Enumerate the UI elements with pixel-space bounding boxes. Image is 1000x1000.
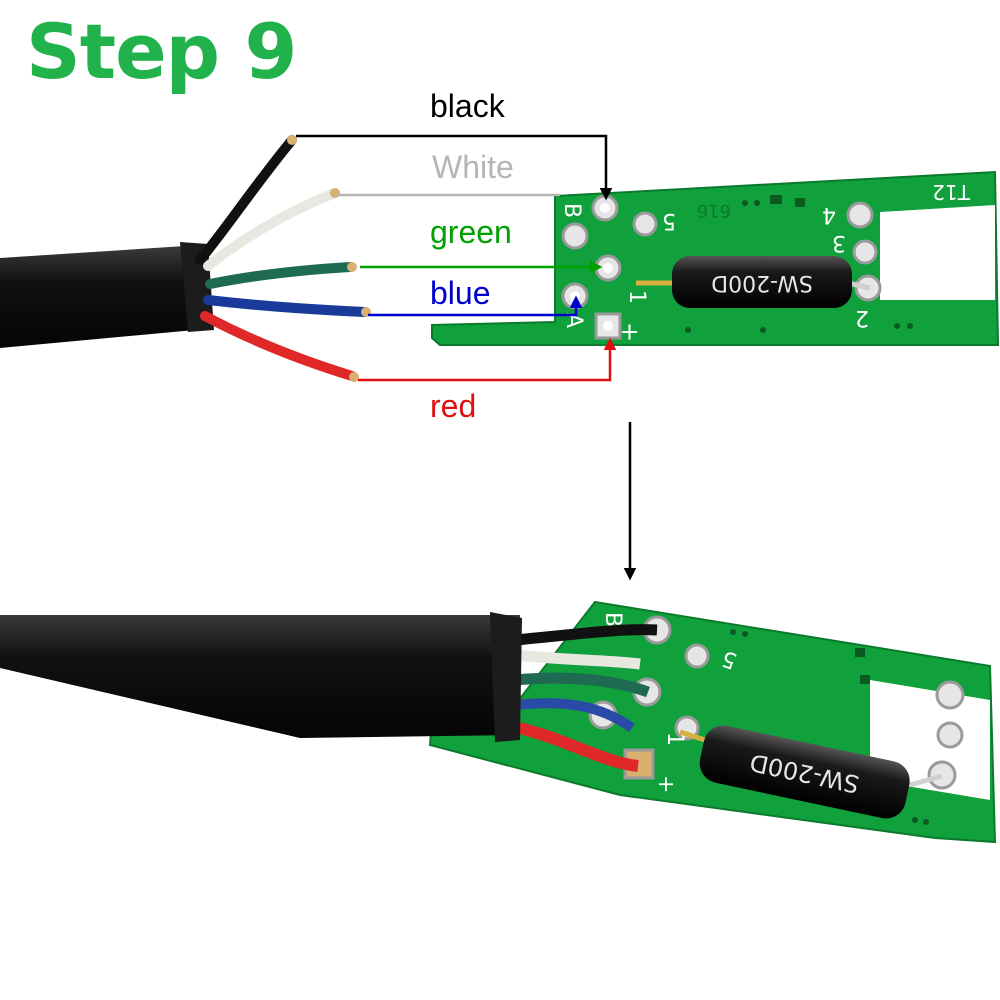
print-code: 616	[697, 200, 731, 221]
svg-text:4: 4	[907, 684, 921, 709]
cable-bottom	[0, 612, 658, 772]
cable-top	[0, 135, 371, 382]
pad-label-1: 1	[624, 290, 649, 304]
wire-label-green: green	[430, 214, 512, 250]
wire-label-red: red	[430, 388, 477, 424]
connector-lines	[296, 134, 617, 382]
tilt-switch-bottom	[699, 725, 910, 819]
pad-label-5: 5	[662, 208, 676, 233]
pad-label-4: 4	[822, 202, 836, 227]
wire-label-blue: blue	[430, 275, 491, 311]
board-code: T12	[932, 180, 971, 204]
step-title: Step 9	[26, 7, 297, 96]
pad-label-a: A	[561, 313, 586, 328]
tilt-switch-top	[672, 256, 852, 308]
svg-text:1: 1	[662, 732, 687, 746]
wire-label-white: White	[432, 149, 514, 185]
pad-label-2: 2	[855, 305, 869, 330]
switch-label-top: SW-200D	[711, 270, 813, 295]
pcb-silkscreen-top: B A 1 2 3 4 5 + T12 616	[559, 180, 971, 342]
pcb-board-top: B A 1 2 3 4 5 + T12 616 SW-200	[431, 170, 1000, 346]
pad-label-plus: +	[616, 322, 644, 342]
pad-label-3: 3	[832, 230, 846, 255]
svg-text:3: 3	[907, 725, 921, 750]
wire-label-black: black	[430, 88, 505, 124]
svg-text:+: +	[653, 775, 678, 793]
svg-text:B: B	[600, 612, 625, 627]
pad-label-b: B	[559, 203, 584, 218]
